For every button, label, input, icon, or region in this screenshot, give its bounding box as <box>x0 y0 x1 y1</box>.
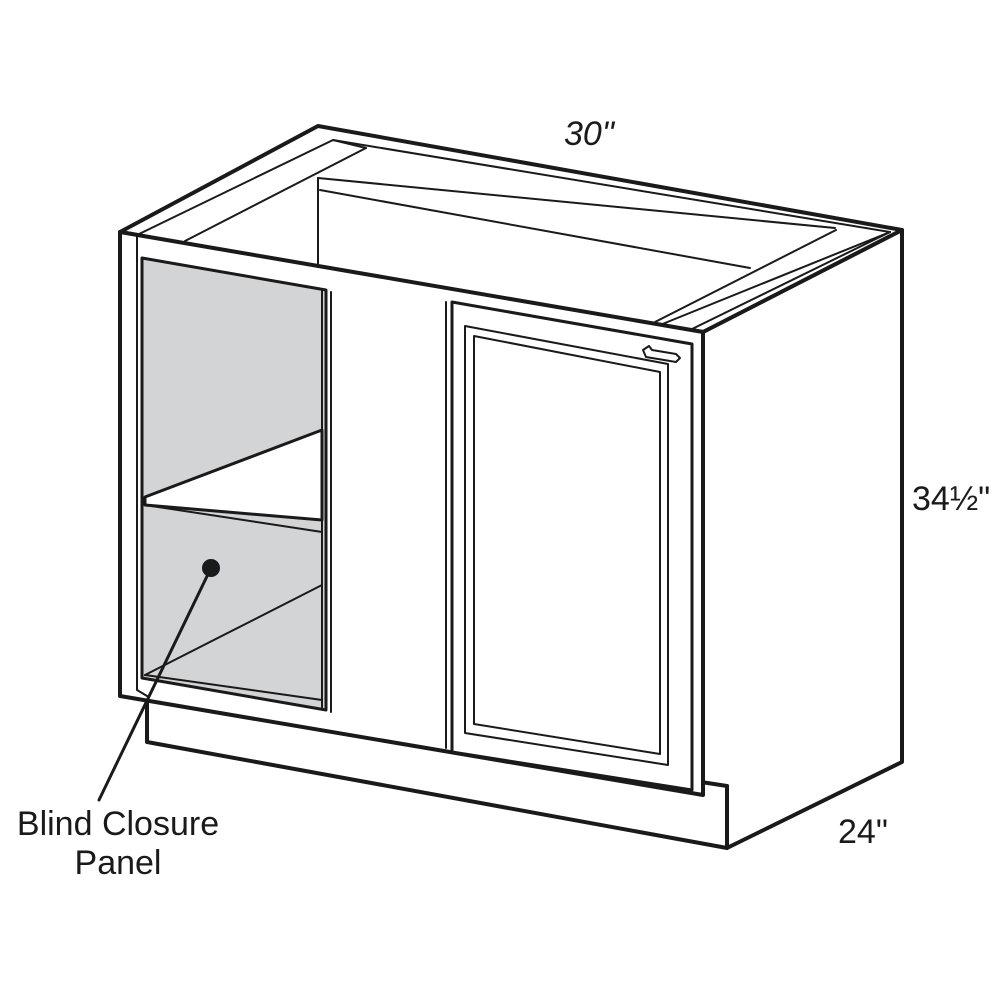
callout-dot <box>202 559 220 577</box>
callout-label-line2: Panel <box>75 844 162 882</box>
callout-leader <box>97 566 213 802</box>
callout-label-line1: Blind Closure <box>17 805 219 843</box>
door-handle-icon <box>642 345 681 363</box>
height-dimension-label: 34½" <box>912 480 990 518</box>
depth-dimension-label: 24" <box>838 813 888 851</box>
door-panel-inner <box>473 335 661 755</box>
cabinet-right-side <box>701 228 904 850</box>
width-dimension-label: 30" <box>564 115 616 153</box>
